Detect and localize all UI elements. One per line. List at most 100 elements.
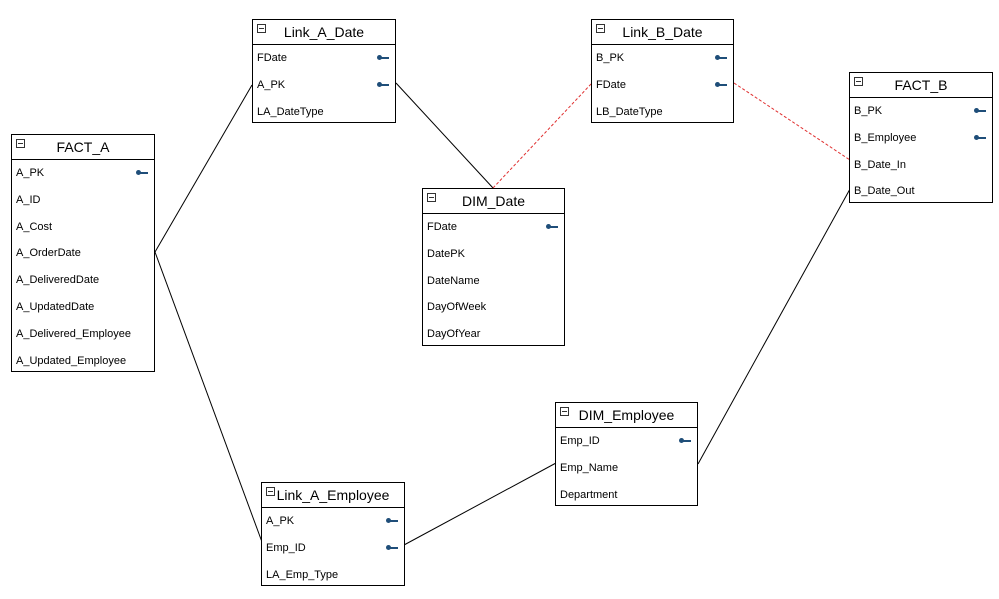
table-title: DIM_Date: [461, 193, 526, 209]
field-row[interactable]: A_PK: [253, 72, 395, 99]
field-name: DatePK: [427, 247, 465, 260]
field-row[interactable]: FDate: [592, 72, 733, 99]
table-fact-b[interactable]: FACT_B B_PK B_Employee B_Date_In B_Date_…: [849, 72, 993, 203]
field-row[interactable]: B_Employee: [850, 125, 992, 152]
table-title: DIM_Employee: [578, 407, 675, 423]
field-name: FDate: [427, 221, 457, 233]
table-link-a-employee[interactable]: Link_A_Employee A_PK Emp_ID LA_Emp_Type: [261, 482, 405, 586]
table-header[interactable]: Link_A_Employee: [262, 483, 404, 508]
field-name: A_Updated_Employee: [16, 354, 127, 367]
field-row[interactable]: B_PK: [592, 45, 733, 72]
field-row[interactable]: A_Updated_Employee: [12, 348, 154, 375]
field-row[interactable]: FDate: [253, 45, 395, 72]
table-title: Link_B_Date: [622, 24, 703, 40]
table-title: Link_A_Employee: [276, 487, 390, 503]
key-icon: [136, 170, 148, 176]
field-name: LA_Emp_Type: [266, 568, 339, 581]
key-icon: [715, 55, 727, 61]
field-row[interactable]: Emp_ID: [556, 428, 697, 455]
field-name: DayOfYear: [427, 328, 481, 341]
field-name: Department: [560, 488, 618, 501]
key-icon: [386, 544, 398, 551]
connector-link-a-employee-to-dim-employee: [403, 462, 557, 546]
table-link-a-date[interactable]: Link_A_Date FDate A_PK LA_DateType: [252, 19, 396, 123]
field-row[interactable]: A_Cost: [12, 214, 154, 241]
collapse-icon[interactable]: [854, 77, 863, 86]
field-row[interactable]: DayOfWeek: [423, 294, 564, 321]
table-header[interactable]: DIM_Date: [423, 189, 564, 214]
table-title: FACT_B: [894, 77, 948, 93]
field-row[interactable]: A_Delivered_Employee: [12, 321, 154, 348]
field-name: Emp_Name: [560, 461, 619, 474]
field-name: B_Employee: [854, 131, 917, 144]
field-row[interactable]: A_PK: [12, 160, 154, 187]
table-fact-a[interactable]: FACT_A A_PK A_ID A_Cost A_OrderDate A_De…: [11, 134, 155, 372]
field-name: LA_DateType: [257, 105, 324, 118]
table-link-b-date[interactable]: Link_B_Date B_PK FDate LB_DateType: [591, 19, 734, 123]
connector-dim-employee-to-fact-b: [697, 188, 851, 465]
field-row[interactable]: LA_DateType: [253, 99, 395, 126]
field-name: A_PK: [266, 515, 295, 527]
field-name: FDate: [257, 52, 287, 64]
table-header[interactable]: Link_B_Date: [592, 20, 733, 45]
field-row[interactable]: A_ID: [12, 187, 154, 214]
field-name: B_Date_In: [854, 158, 906, 171]
field-name: FDate: [596, 78, 626, 91]
key-icon: [715, 81, 727, 88]
field-row[interactable]: A_DeliveredDate: [12, 267, 154, 294]
connector-fact-a-to-link-a-employee: [154, 251, 263, 543]
field-name: A_ID: [16, 193, 41, 206]
field-row[interactable]: Department: [556, 482, 697, 509]
connector-dim-date-to-link-b-date: [492, 82, 593, 189]
table-dim-date[interactable]: DIM_Date FDate DatePK DateName DayOfWeek…: [422, 188, 565, 346]
field-row[interactable]: DateName: [423, 268, 564, 295]
key-icon: [377, 81, 389, 88]
collapse-icon[interactable]: [266, 487, 275, 496]
collapse-icon[interactable]: [560, 407, 569, 416]
field-name: B_Date_Out: [854, 185, 915, 198]
field-row[interactable]: A_UpdatedDate: [12, 294, 154, 321]
field-name: A_DeliveredDate: [16, 274, 100, 287]
field-name: LB_DateType: [596, 105, 663, 118]
key-icon: [546, 224, 558, 230]
field-name: Emp_ID: [560, 435, 600, 447]
key-icon: [679, 438, 691, 444]
table-title: Link_A_Date: [283, 24, 365, 40]
field-name: A_UpdatedDate: [16, 300, 95, 313]
collapse-icon[interactable]: [257, 24, 266, 33]
key-icon: [974, 108, 986, 114]
key-icon: [974, 134, 986, 141]
table-header[interactable]: FACT_B: [850, 73, 992, 98]
field-row[interactable]: DayOfYear: [423, 321, 564, 348]
field-row[interactable]: FDate: [423, 214, 564, 241]
field-row[interactable]: B_Date_Out: [850, 178, 992, 205]
field-name: B_PK: [596, 52, 625, 64]
connector-link-b-date-to-fact-b: [733, 82, 851, 161]
field-row[interactable]: DatePK: [423, 241, 564, 268]
field-row[interactable]: A_PK: [262, 508, 404, 535]
field-row[interactable]: Emp_Name: [556, 455, 697, 482]
field-row[interactable]: B_PK: [850, 98, 992, 125]
table-header[interactable]: DIM_Employee: [556, 403, 697, 428]
collapse-icon[interactable]: [596, 24, 605, 33]
field-name: Emp_ID: [266, 541, 306, 554]
collapse-icon[interactable]: [427, 193, 436, 202]
field-row[interactable]: A_OrderDate: [12, 240, 154, 267]
field-row[interactable]: B_Date_In: [850, 152, 992, 179]
table-dim-employee[interactable]: DIM_Employee Emp_ID Emp_Name Department: [555, 402, 698, 506]
field-name: A_Cost: [16, 220, 53, 233]
key-icon: [386, 518, 398, 524]
field-row[interactable]: Emp_ID: [262, 535, 404, 562]
key-icon: [377, 55, 389, 61]
field-row[interactable]: LA_Emp_Type: [262, 562, 404, 589]
field-name: DateName: [427, 274, 480, 287]
field-row[interactable]: LB_DateType: [592, 99, 733, 126]
field-name: A_OrderDate: [16, 247, 81, 260]
table-header[interactable]: Link_A_Date: [253, 20, 395, 45]
collapse-icon[interactable]: [16, 139, 25, 148]
field-name: B_PK: [854, 105, 883, 117]
table-header[interactable]: FACT_A: [12, 135, 154, 160]
field-name: DayOfWeek: [427, 301, 487, 314]
